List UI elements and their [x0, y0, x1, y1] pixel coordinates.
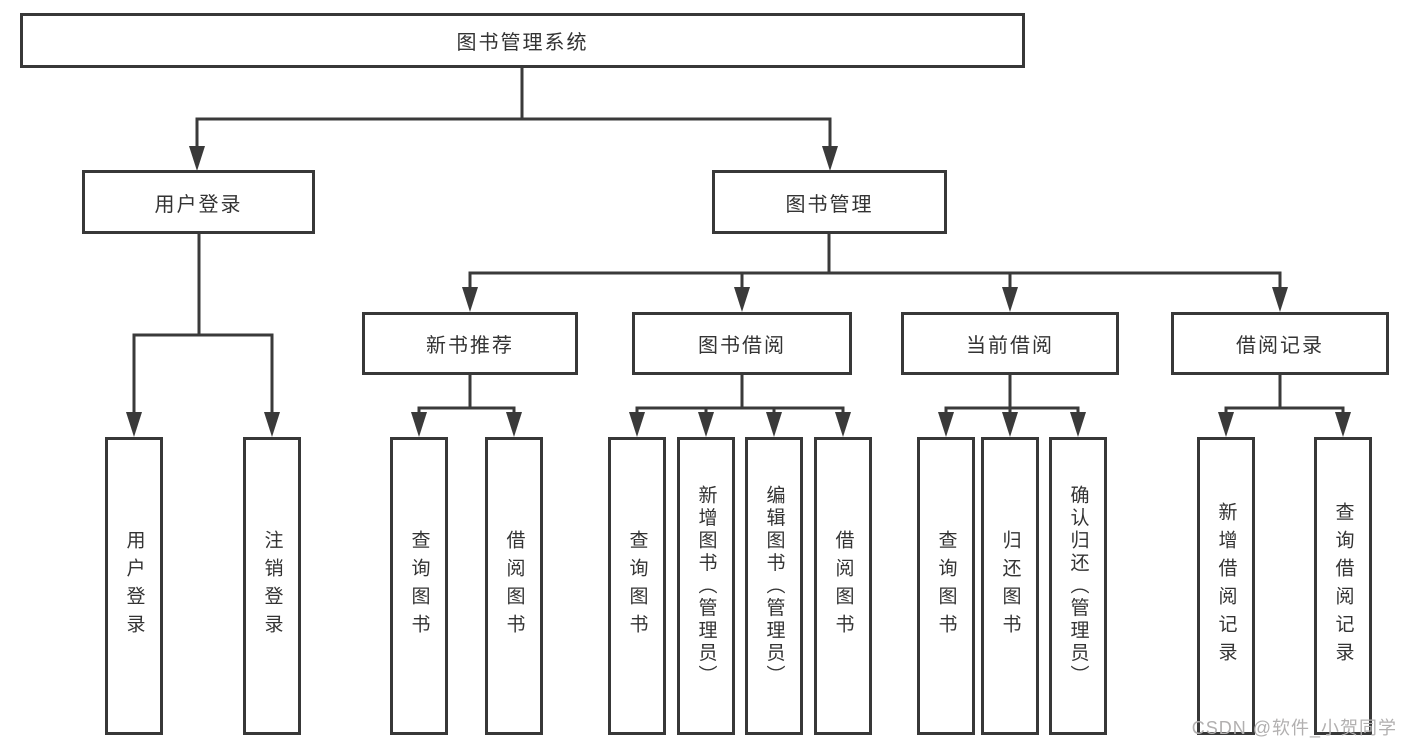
node-label: 借阅图书 [832, 530, 854, 642]
edge-current-borrow-to-children [938, 375, 1086, 437]
node-label: 新增借阅记录 [1215, 502, 1237, 670]
node-leaf-query-borrow-record: 查询借阅记录 [1314, 437, 1372, 735]
node-user-login: 用户登录 [82, 170, 315, 234]
node-borrow-records: 借阅记录 [1171, 312, 1389, 375]
node-label: 当前借阅 [966, 335, 1054, 357]
node-leaf-user-login: 用户登录 [105, 437, 163, 735]
node-leaf-borrow-book: 借阅图书 [814, 437, 872, 735]
node-root: 图书管理系统 [20, 13, 1025, 68]
node-label: 查询图书 [626, 530, 648, 642]
node-label: 注销登录 [261, 530, 283, 642]
node-leaf-query-book: 查询图书 [390, 437, 448, 735]
node-label: 用户登录 [154, 193, 243, 216]
node-label: 用户登录 [123, 530, 145, 642]
node-label: 图书管理 [785, 193, 874, 216]
node-label: 新增图书（管理员） [695, 484, 717, 688]
node-leaf-confirm-return-admin: 确认归还（管理员） [1049, 437, 1107, 735]
node-current-borrow: 当前借阅 [901, 312, 1119, 375]
node-label: 查询图书 [408, 530, 430, 642]
node-label: 图书借阅 [698, 335, 786, 357]
csdn-watermark: CSDN @软件_小贺同学 [1191, 718, 1397, 738]
node-label: 借阅记录 [1236, 335, 1324, 357]
edge-root-to-level2 [189, 68, 838, 171]
node-new-book-recommend: 新书推荐 [362, 312, 578, 375]
edge-user-login-to-children [126, 234, 280, 437]
node-leaf-logout: 注销登录 [243, 437, 301, 735]
edge-new-book-rec-to-children [411, 375, 522, 437]
node-label: 查询借阅记录 [1332, 502, 1354, 670]
node-leaf-return-book: 归还图书 [981, 437, 1039, 735]
node-label: 归还图书 [999, 530, 1021, 642]
node-label: 编辑图书（管理员） [763, 484, 785, 688]
node-leaf-add-book-admin: 新增图书（管理员） [677, 437, 735, 735]
node-label: 确认归还（管理员） [1067, 484, 1089, 688]
node-leaf-query-book: 查询图书 [608, 437, 666, 735]
edge-book-mgmt-to-level3 [462, 234, 1288, 312]
node-label: 借阅图书 [503, 530, 525, 642]
node-label: 查询图书 [935, 530, 957, 642]
node-label: 新书推荐 [426, 335, 514, 357]
node-leaf-edit-book-admin: 编辑图书（管理员） [745, 437, 803, 735]
node-leaf-query-book: 查询图书 [917, 437, 975, 735]
node-book-borrow: 图书借阅 [632, 312, 852, 375]
node-leaf-borrow-book: 借阅图书 [485, 437, 543, 735]
node-leaf-add-borrow-record: 新增借阅记录 [1197, 437, 1255, 735]
edge-borrow-records-to-children [1218, 375, 1351, 437]
node-book-management: 图书管理 [712, 170, 947, 234]
node-label: 图书管理系统 [456, 32, 589, 54]
edge-book-borrow-to-children [629, 375, 851, 437]
